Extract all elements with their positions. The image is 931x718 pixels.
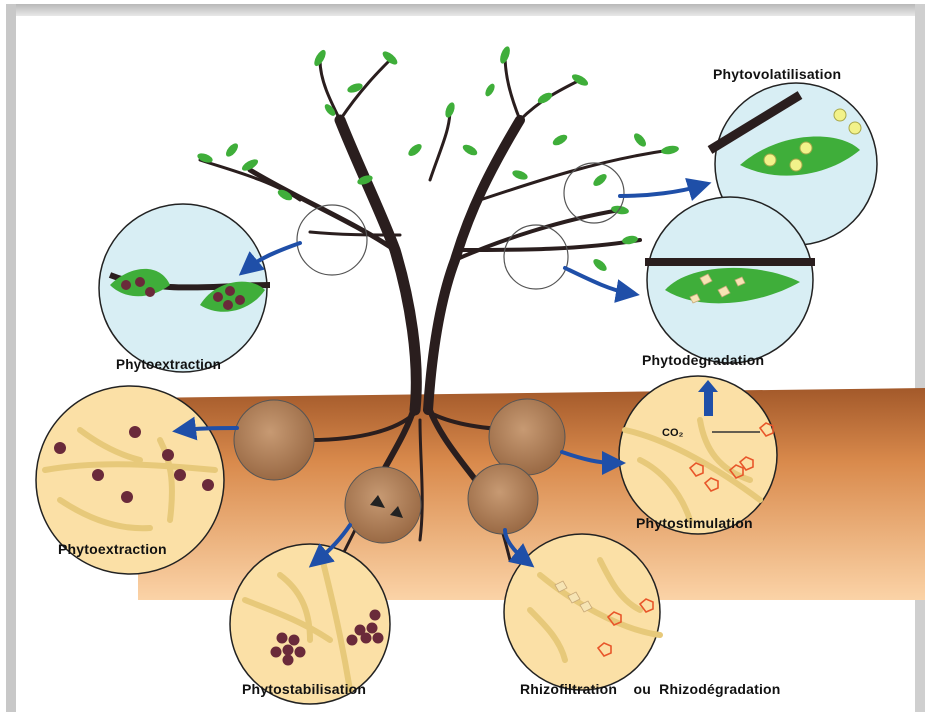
circle-rhizo (504, 534, 660, 690)
label-phytovolatilisation: Phytovolatilisation (713, 66, 841, 82)
frame-left-shadow (6, 4, 16, 712)
circle-phytostimulation: CO₂ (619, 376, 777, 534)
label-phytoextraction-leaf: Phytoextraction (116, 357, 221, 372)
label-phytostabilisation: Phytostabilisation (242, 681, 366, 697)
label-phytodegradation: Phytodegradation (642, 352, 764, 368)
circle-phytostabilisation (230, 544, 390, 704)
label-phytostimulation: Phytostimulation (636, 515, 753, 531)
frame-top-shadow (6, 4, 925, 16)
frame-right-shadow (915, 4, 925, 712)
co2-label: CO₂ (662, 427, 684, 439)
circle-phytodegradation (645, 197, 815, 363)
label-phytoextraction-root: Phytoextraction (58, 541, 167, 557)
label-rhizo: Rhizofiltration ou Rhizodégradation (520, 681, 781, 697)
